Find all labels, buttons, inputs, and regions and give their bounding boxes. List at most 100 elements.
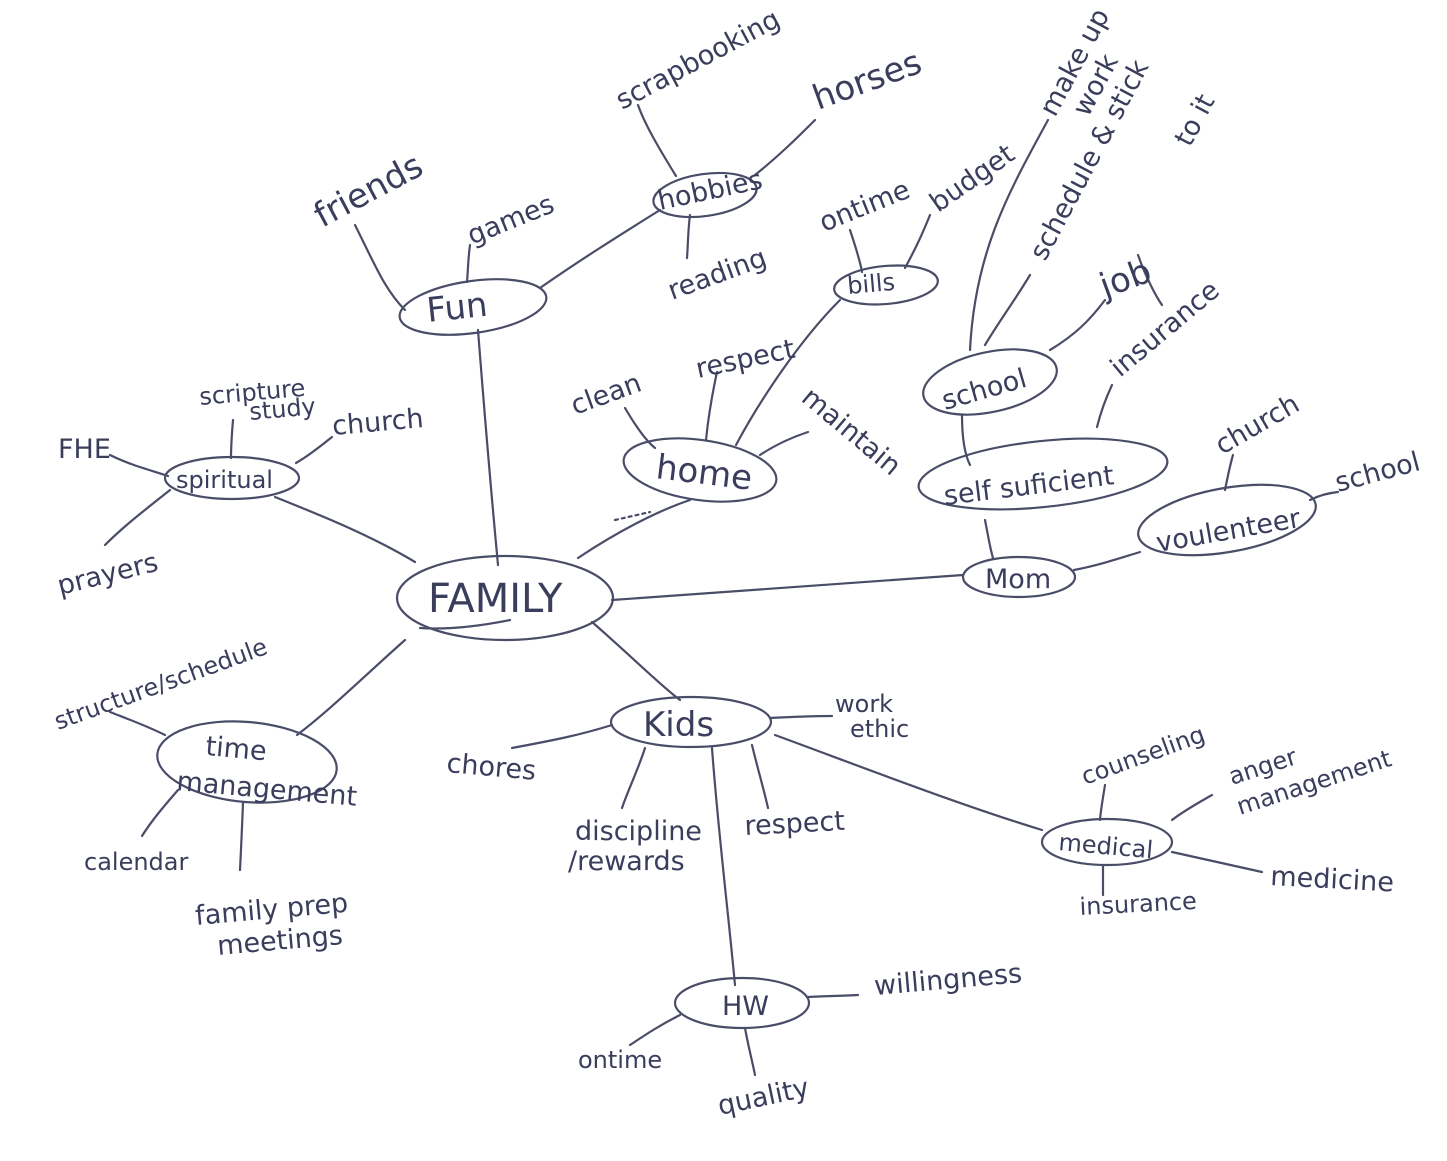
time-management-oval [156, 720, 338, 804]
horses-label: horses [807, 42, 927, 118]
edge-home-maintain [758, 430, 810, 457]
edge-hobbies-reading [685, 213, 692, 260]
edge-medical-medicine [1170, 850, 1264, 874]
edge-mom-volunteer [1072, 550, 1142, 572]
reading-label: reading [664, 242, 771, 306]
church-volunteer-label: church [1210, 388, 1305, 461]
hobbies-oval [652, 171, 758, 219]
edge-family-time [295, 638, 407, 737]
medical-oval [1040, 817, 1174, 867]
node-ovals [156, 171, 1317, 1030]
hw-label: HW [722, 991, 769, 1022]
edge-school-selfsufficient [960, 413, 972, 467]
scrapbooking-label: scrapbooking [611, 4, 786, 116]
respect-home-label: respect [693, 334, 798, 385]
connector-lines [103, 103, 1340, 1077]
counseling-label: counseling [1077, 720, 1208, 791]
edge-hobbies-horses [753, 118, 817, 177]
edge-family-fun [476, 328, 500, 567]
edge-kids-workethic [768, 714, 834, 720]
edge-selfsufficient-mom [983, 518, 995, 560]
clean-label: clean [567, 368, 646, 422]
edge-time-calendar [140, 788, 180, 838]
job-label: job [1093, 251, 1156, 307]
fun-label: Fun [425, 285, 490, 331]
edge-spiritual-prayers [103, 488, 172, 547]
edge-hw-ontime [628, 1013, 682, 1047]
calendar-label: calendar [84, 848, 188, 876]
self-sufficient-label: self suficient [942, 460, 1116, 512]
mom-oval [961, 555, 1077, 599]
bills-label: bills [846, 268, 896, 300]
structure-schedule-label: structure/schedule [50, 633, 271, 736]
edge-fun-hobbies [538, 208, 662, 290]
respect-kids-label: respect [744, 806, 846, 842]
edge-home-bills [734, 298, 842, 447]
school-volunteer-label: school [1332, 446, 1424, 498]
to-it-label: to it [1169, 89, 1222, 151]
node-labels: FAMILY Fun friends games hobbies scrapbo… [50, 3, 1423, 1121]
edge-school-schedule [983, 273, 1032, 347]
edge-home-clean [623, 406, 657, 450]
edge-selfsufficient-insurance [1095, 383, 1114, 429]
edge-fun-games [465, 243, 472, 284]
self-sufficient-oval [917, 437, 1169, 511]
edge-spiritual-scripture [229, 418, 235, 460]
school-label: school [938, 363, 1030, 417]
volunteer-label: voulenteer [1154, 503, 1304, 559]
ontime-bills-label: ontime [815, 174, 914, 238]
edge-hw-quality [743, 1026, 757, 1077]
time-label: time [204, 731, 267, 767]
edge-bills-budget [903, 213, 932, 270]
edge-bills-ontime [848, 228, 864, 274]
edge-volunteer-church [1223, 453, 1235, 492]
edge-kids-hw [710, 746, 737, 987]
chores-label: chores [445, 748, 537, 787]
home-label: home [654, 447, 755, 498]
edge-medical-anger [1170, 793, 1214, 822]
family-oval [395, 554, 615, 642]
fun-oval [398, 278, 548, 336]
church-spiritual-label: church [331, 403, 425, 442]
edge-home-faint [613, 510, 652, 522]
edge-family-mom [610, 573, 965, 602]
medicine-label: medicine [1270, 861, 1395, 898]
spiritual-oval [163, 455, 301, 501]
edge-time-familyprep [238, 800, 245, 872]
work-ethic-1-label: work [835, 690, 893, 718]
edge-kids-medical [773, 733, 1044, 832]
discipline-label: discipline [575, 816, 702, 847]
bills-oval [833, 264, 939, 306]
edge-school-job [1048, 298, 1107, 352]
work-ethic-2-label: ethic [850, 715, 909, 743]
edge-fun-friends [353, 223, 407, 312]
games-label: games [463, 189, 559, 252]
edge-school-makeupwork [968, 118, 1050, 352]
spiritual-label: spiritual [176, 466, 273, 494]
budget-label: budget [924, 138, 1020, 218]
family-label: FAMILY [428, 576, 563, 622]
willingness-label: willingness [873, 958, 1023, 1002]
rewards-label: /rewards [568, 846, 685, 877]
edge-medical-counseling [1098, 783, 1107, 822]
management-label: management [175, 766, 358, 813]
family-underline [418, 618, 512, 630]
edge-spiritual-church [294, 435, 334, 465]
insurance-medical-label: insurance [1079, 887, 1198, 921]
edge-job-tick [1136, 253, 1164, 307]
edge-kids-respect [750, 743, 770, 810]
hw-oval [673, 976, 811, 1030]
quality-label: quality [715, 1072, 812, 1122]
edge-time-structure [108, 710, 167, 737]
edge-family-home [576, 498, 692, 560]
volunteer-oval [1137, 483, 1317, 557]
prayers-label: prayers [54, 547, 161, 602]
mom-label: Mom [985, 564, 1051, 595]
edge-spiritual-fhe [108, 453, 170, 478]
fhe-label: FHE [58, 434, 111, 465]
school-oval [922, 348, 1058, 416]
edge-family-kids [590, 620, 682, 702]
edge-kids-discipline [620, 746, 647, 810]
maintain-label: maintain [796, 382, 907, 482]
